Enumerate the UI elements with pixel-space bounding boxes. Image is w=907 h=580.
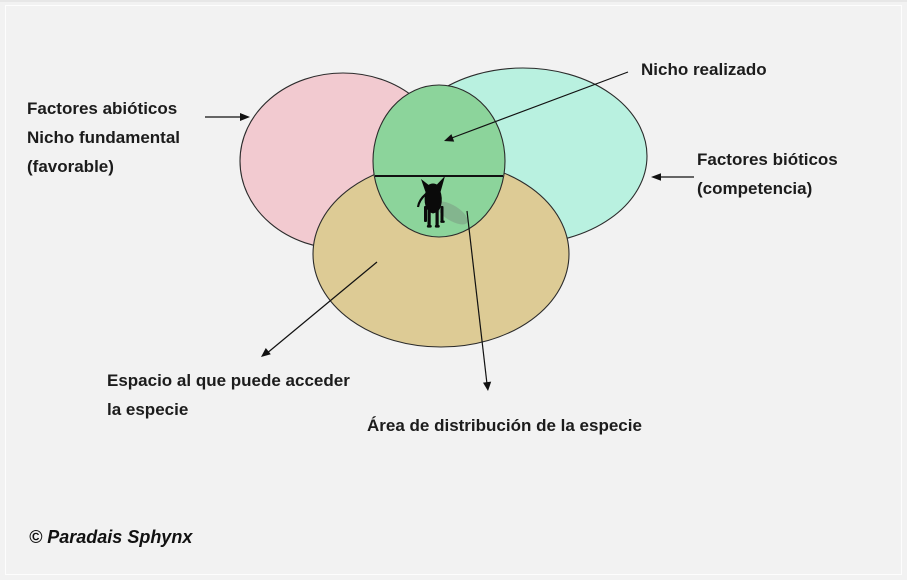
accessible-space-label-line2: la especie: [107, 400, 189, 419]
abiotic-label-line3: (favorable): [27, 157, 114, 176]
realized-niche-label: Nicho realizado: [641, 60, 767, 79]
accessible-space-label: Espacio al que puede acceder la especie: [107, 366, 350, 424]
accessible-space-label-line1: Espacio al que puede acceder: [107, 371, 350, 390]
distribution-arrowhead: [483, 381, 492, 391]
abiotic-label: Factores abióticos Nicho fundamental (fa…: [27, 94, 180, 181]
accessible-arrow-line: [265, 261, 378, 355]
realized-arrow-line: [448, 71, 629, 140]
realized-arrowhead: [444, 134, 455, 142]
abiotic-label-line2: Nicho fundamental: [27, 128, 181, 147]
abiotic-arrowhead: [240, 113, 250, 121]
copyright-text: © Paradais Sphynx: [29, 527, 193, 547]
distribution-area-label: Área de distribución de la especie: [367, 416, 642, 435]
annotation-arrows: [205, 71, 694, 391]
biotic-label-line2: (competencia): [697, 179, 813, 198]
cat-icon: [416, 176, 445, 228]
abiotic-label-line1: Factores abióticos: [27, 99, 178, 118]
realized-niche-ellipse: [372, 84, 506, 238]
biotic-label: Factores bióticos (competencia): [697, 145, 838, 203]
biotic-arrowhead: [651, 173, 661, 181]
distribution-arrow-line: [466, 210, 488, 385]
biotic-label-line1: Factores bióticos: [697, 150, 838, 169]
accessible-arrowhead: [261, 348, 271, 357]
